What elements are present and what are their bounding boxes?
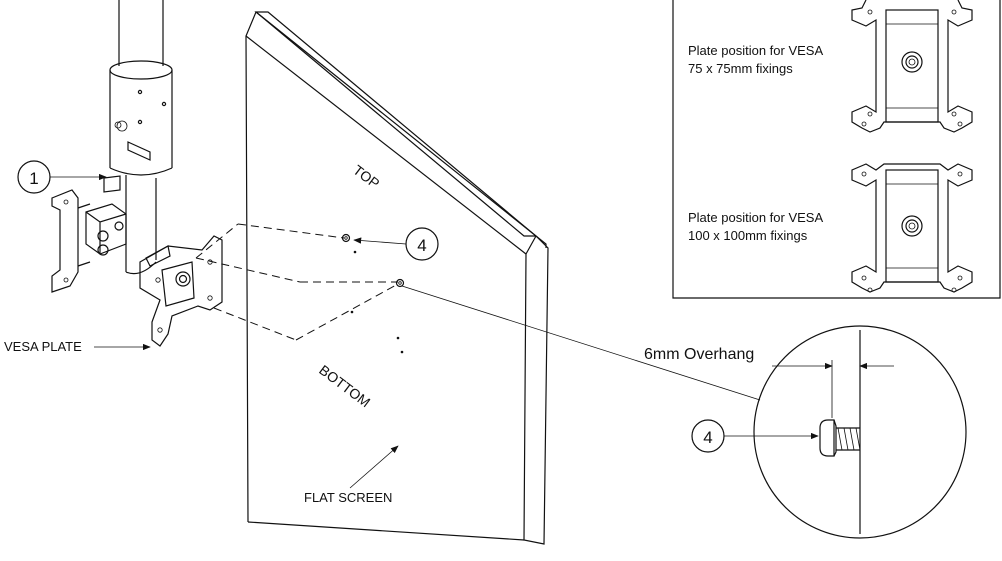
mounting-hole (395, 278, 405, 288)
flat-screen-panel: TOP BOTTOM (245, 11, 549, 545)
bottom-label: BOTTOM (316, 362, 373, 411)
plate-75-line2: 75 x 75mm fixings (688, 61, 793, 76)
plate-position-inset: Plate position for VESA 75 x 75mm fixing… (672, 0, 1001, 299)
plate-100-line1: Plate position for VESA (688, 210, 823, 225)
plate-100-line2: 100 x 100mm fixings (688, 228, 808, 243)
pole-and-bracket (51, 0, 223, 347)
callout-4-top: 4 (353, 227, 439, 261)
top-label: TOP (350, 162, 382, 192)
callout-4-top-label: 4 (417, 236, 426, 255)
screw-detail: 6mm Overhang 4 (644, 325, 967, 539)
callout-1-label: 1 (29, 169, 38, 188)
vesa-plate-callout: VESA PLATE (4, 339, 151, 354)
vesa-plate-75mm (851, 0, 973, 133)
flat-screen-label: FLAT SCREEN (304, 490, 392, 505)
callout-4-detail-label: 4 (703, 428, 712, 447)
flat-screen-callout: FLAT SCREEN (304, 445, 399, 505)
vesa-plate-100mm (851, 163, 973, 293)
overhang-label: 6mm Overhang (644, 346, 754, 363)
alignment-lines (195, 223, 399, 341)
callout-1: 1 (17, 160, 107, 194)
detail-leader-line (401, 285, 761, 401)
plate-75-line1: Plate position for VESA (688, 43, 823, 58)
vesa-plate-label: VESA PLATE (4, 339, 82, 354)
